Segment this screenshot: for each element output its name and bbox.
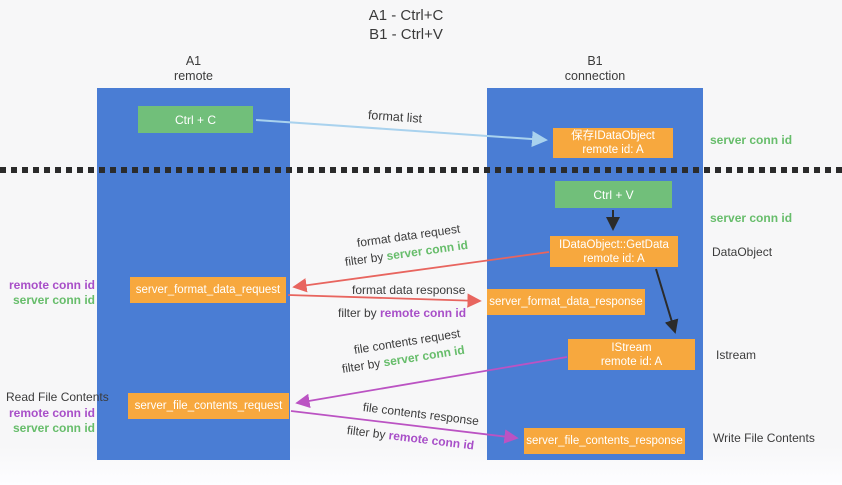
- node-save-idataobject: 保存IDataObject remote id: A: [553, 128, 673, 158]
- node-save-idataobject-line2: remote id: A: [582, 144, 644, 156]
- node-server-format-data-request: server_format_data_request: [130, 277, 286, 303]
- node-server-file-contents-response: server_file_contents_response: [524, 428, 685, 454]
- column-b1-name: B1: [587, 54, 603, 68]
- node-istream-line2: remote id: A: [600, 355, 663, 368]
- label-format-list: format list: [367, 108, 423, 126]
- label-file-contents-response: file contents response: [362, 400, 480, 429]
- node-format-response-label: server_format_data_response: [489, 296, 643, 308]
- node-server-format-data-response: server_format_data_response: [487, 289, 645, 315]
- session-divider-line: [0, 167, 842, 173]
- remote-conn-id-text: remote conn id: [387, 428, 475, 453]
- label-server-conn-id-left-top: server conn id: [12, 293, 95, 307]
- node-idataobject-getdata: IDataObject::GetData remote id: A: [550, 236, 678, 267]
- node-format-request-label: server_format_data_request: [135, 284, 281, 296]
- node-getdata-line2: remote id: A: [583, 252, 645, 265]
- label-write-file-contents: Write File Contents: [713, 431, 815, 445]
- label-block-left-top: remote conn id server conn id: [0, 278, 95, 308]
- filter-by-text: filter by: [346, 423, 390, 443]
- label-remote-conn-id-left-bottom: remote conn id: [8, 406, 95, 420]
- column-header-a1: A1 remote: [97, 54, 290, 84]
- label-filter-by-remote-1: filter by remote conn id: [338, 306, 466, 320]
- column-header-b1: B1 connection: [487, 54, 703, 84]
- label-format-data-response: format data response: [352, 283, 466, 297]
- filter-by-text: filter by: [340, 355, 385, 376]
- node-istream-line1: IStream: [611, 341, 652, 354]
- title-line-1: A1 - Ctrl+C: [368, 7, 444, 24]
- title-line-2: B1 - Ctrl+V: [369, 26, 443, 43]
- diagram-title: A1 - Ctrl+C B1 - Ctrl+V: [306, 6, 506, 44]
- column-b1-role: connection: [564, 69, 626, 83]
- node-ctrl-c: Ctrl + C: [138, 106, 253, 133]
- column-a1-role: remote: [174, 69, 213, 83]
- label-istream-side: Istream: [716, 348, 757, 362]
- remote-conn-id-text: remote conn id: [380, 306, 467, 320]
- node-ctrl-v-label: Ctrl + V: [593, 187, 634, 202]
- label-dataobject: DataObject: [712, 245, 773, 259]
- label-server-conn-id-right-top: server conn id: [710, 133, 793, 147]
- label-filter-by-remote-2: filter by remote conn id: [346, 423, 475, 452]
- node-file-response-label: server_file_contents_response: [526, 435, 683, 447]
- label-remote-conn-id-left-top: remote conn id: [8, 278, 95, 292]
- label-server-conn-id-left-bottom: server conn id: [12, 421, 95, 435]
- column-a1-name: A1: [185, 54, 202, 68]
- label-block-left-bottom: remote conn id server conn id: [0, 406, 95, 436]
- node-getdata-line1: IDataObject::GetData: [559, 238, 669, 251]
- filter-by-text: filter by: [344, 249, 388, 269]
- node-istream: IStream remote id: A: [568, 339, 695, 370]
- node-ctrl-v: Ctrl + V: [555, 181, 672, 208]
- node-file-request-label: server_file_contents_request: [134, 400, 283, 412]
- node-server-file-contents-request: server_file_contents_request: [128, 393, 289, 419]
- node-ctrl-c-label: Ctrl + C: [174, 112, 216, 127]
- filter-by-text: filter by: [338, 306, 381, 320]
- label-read-file-contents: Read File Contents: [6, 390, 109, 404]
- node-save-idataobject-line1: 保存IDataObject: [571, 130, 655, 142]
- label-server-conn-id-right-mid: server conn id: [710, 211, 793, 225]
